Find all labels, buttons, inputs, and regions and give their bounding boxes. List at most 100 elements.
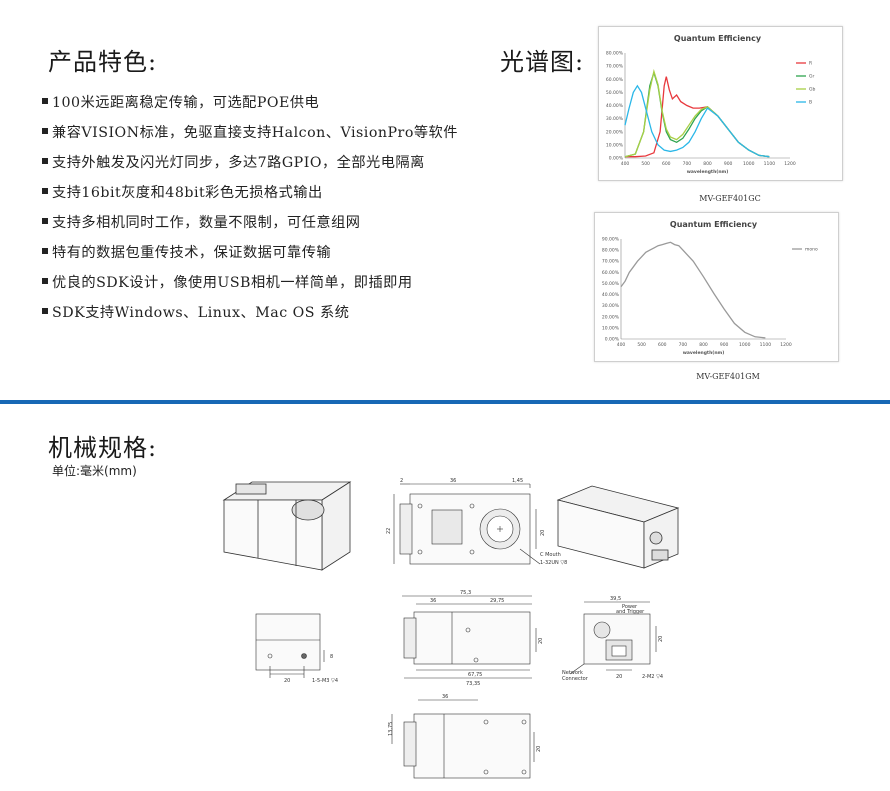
dim-label: 2 — [400, 478, 403, 484]
camera-side-view-drawing: 75,3 36 29,75 67,75 73,35 20 — [402, 590, 544, 687]
mono-chart-caption: MV-GEF401GM — [696, 372, 760, 381]
x-tick-label: 400 — [621, 161, 630, 167]
x-tick-label: 700 — [679, 342, 688, 348]
dim-label: 1-32UN ▽8 — [540, 560, 567, 566]
feature-item: 优良的SDK设计，像使用USB相机一样简单，即插即用 — [42, 268, 458, 298]
dim-label: 67,75 — [468, 672, 482, 678]
y-tick-label: 20.00% — [602, 314, 620, 320]
spectrum-title: 光谱图: — [500, 48, 585, 76]
dim-label: 1-5-M3 ▽4 — [312, 678, 338, 684]
x-tick-label: 800 — [703, 161, 712, 167]
series-line-b — [624, 84, 770, 158]
mono-qe-chart: Quantum Efficiency 0.00% 10.00% 20.00% 30.00… — [594, 212, 839, 362]
dim-label: C Mouth — [540, 552, 561, 558]
dim-label: 13,75 — [388, 722, 394, 736]
series-line-mono — [620, 241, 766, 339]
y-tick-label: 0.00% — [609, 156, 624, 162]
dim-label: 36 — [442, 694, 448, 700]
camera-iso-front-drawing — [222, 481, 352, 571]
y-tick-label: 30.00% — [602, 303, 620, 309]
dim-label: 20 — [658, 636, 664, 642]
x-tick-label: 1100 — [764, 161, 776, 167]
feature-item: SDK支持Windows、Linux、Mac OS 系统 — [42, 298, 458, 328]
legend-label: mono — [805, 248, 818, 253]
dim-label: 20 — [284, 678, 290, 684]
x-axis-label: wavelength(nm) — [683, 350, 725, 356]
x-tick-label: 1200 — [784, 161, 796, 167]
dim-label: 20 — [538, 638, 544, 644]
dim-label: 22 — [386, 528, 392, 534]
x-tick-label: 800 — [699, 342, 708, 348]
y-tick-label: 30.00% — [606, 116, 624, 122]
feature-item: 支持外触发及闪光灯同步，多达7路GPIO，全部光电隔离 — [42, 148, 458, 178]
y-tick-label: 50.00% — [606, 90, 624, 96]
chart-title: Quantum Efficiency — [674, 34, 762, 43]
legend-label: R — [809, 61, 812, 67]
color-qe-chart-svg: Quantum Efficiency 0.00% 10.00% 20.00% 30.00… — [606, 34, 816, 175]
x-tick-label: 400 — [617, 342, 626, 348]
x-tick-label: 500 — [637, 342, 646, 348]
x-tick-label: 1100 — [760, 342, 772, 348]
camera-top-view-drawing: 36 13,75 20 — [388, 694, 542, 779]
y-tick-label: 40.00% — [602, 292, 620, 298]
y-tick-label: 60.00% — [606, 77, 624, 83]
y-tick-label: 40.00% — [606, 103, 624, 109]
feature-item: 特有的数据包重传技术，保证数据可靠传输 — [42, 238, 458, 268]
x-tick-label: 1200 — [780, 342, 792, 348]
x-tick-label: 900 — [724, 161, 733, 167]
chart-title: Quantum Efficiency — [670, 220, 758, 229]
section-divider — [0, 400, 890, 404]
x-tick-label: 600 — [662, 161, 671, 167]
legend-label: B — [809, 100, 812, 106]
y-tick-label: 80.00% — [602, 248, 620, 254]
y-tick-label: 70.00% — [602, 259, 620, 265]
x-tick-label: 500 — [641, 161, 650, 167]
feature-list: 100米远距离稳定传输，可选配POE供电 兼容VISION标准，免驱直接支持Ha… — [42, 88, 458, 328]
feature-item: 支持16bit灰度和48bit彩色无损格式输出 — [42, 178, 458, 208]
x-tick-label: 600 — [658, 342, 667, 348]
color-chart-caption: MV-GEF401GC — [699, 194, 761, 203]
camera-iso-rear-drawing — [556, 485, 680, 569]
x-axis-label: wavelength(nm) — [687, 169, 729, 175]
x-tick-label: 1000 — [743, 161, 755, 167]
x-tick-label: 700 — [683, 161, 692, 167]
dim-label: 73,35 — [466, 681, 480, 687]
mechanical-title: 机械规格: — [48, 434, 158, 462]
y-tick-label: 10.00% — [606, 142, 624, 148]
y-tick-label: 0.00% — [605, 337, 620, 343]
camera-front-view-drawing: 2 36 1,45 22 20 C Mouth 1-32UN ▽8 — [386, 478, 567, 566]
x-tick-label: 1000 — [739, 342, 751, 348]
legend-label: Gb — [809, 87, 815, 93]
dim-label: 2-M2 ▽4 — [642, 674, 663, 680]
dim-label: 75,3 — [460, 590, 471, 596]
dim-label: 36 — [450, 478, 456, 484]
y-tick-label: 70.00% — [606, 64, 624, 70]
mono-qe-chart-svg: Quantum Efficiency 0.00% 10.00% 20.00% 30.00… — [602, 220, 818, 356]
unit-label: 单位:毫米(mm) — [52, 464, 137, 478]
dim-label: Power — [622, 604, 638, 610]
feature-item: 100米远距离稳定传输，可选配POE供电 — [42, 88, 458, 118]
feature-item: 兼容VISION标准，免驱直接支持Halcon、VisionPro等软件 — [42, 118, 458, 148]
y-tick-label: 80.00% — [606, 51, 624, 57]
y-tick-label: 50.00% — [602, 281, 620, 287]
y-tick-label: 60.00% — [602, 270, 620, 276]
dim-label: Connector — [562, 676, 589, 682]
dim-label: 8 — [330, 654, 333, 660]
legend-label: Gr — [809, 74, 814, 80]
dim-label: 39,5 — [610, 596, 621, 602]
y-tick-label: 10.00% — [602, 325, 620, 331]
camera-bottom-view-drawing: 20 1-5-M3 ▽4 8 — [255, 613, 338, 684]
features-title: 产品特色: — [48, 48, 158, 76]
dim-label: 20 — [536, 746, 542, 752]
feature-item: 支持多相机同时工作，数量不限制，可任意组网 — [42, 208, 458, 238]
y-tick-label: 20.00% — [606, 129, 624, 135]
dim-label: 20 — [616, 674, 622, 680]
dim-label: 29,75 — [490, 598, 504, 604]
dim-label: 20 — [540, 530, 546, 536]
camera-rear-view-drawing: 39,5 Power and Trigger Network Connector… — [562, 596, 664, 682]
y-tick-label: 90.00% — [602, 237, 620, 243]
color-qe-chart: Quantum Efficiency 0.00% 10.00% 20.00% 30.00… — [598, 26, 843, 181]
dim-label: Network — [562, 670, 583, 676]
x-tick-label: 900 — [720, 342, 729, 348]
dim-label: and Trigger — [616, 609, 645, 615]
